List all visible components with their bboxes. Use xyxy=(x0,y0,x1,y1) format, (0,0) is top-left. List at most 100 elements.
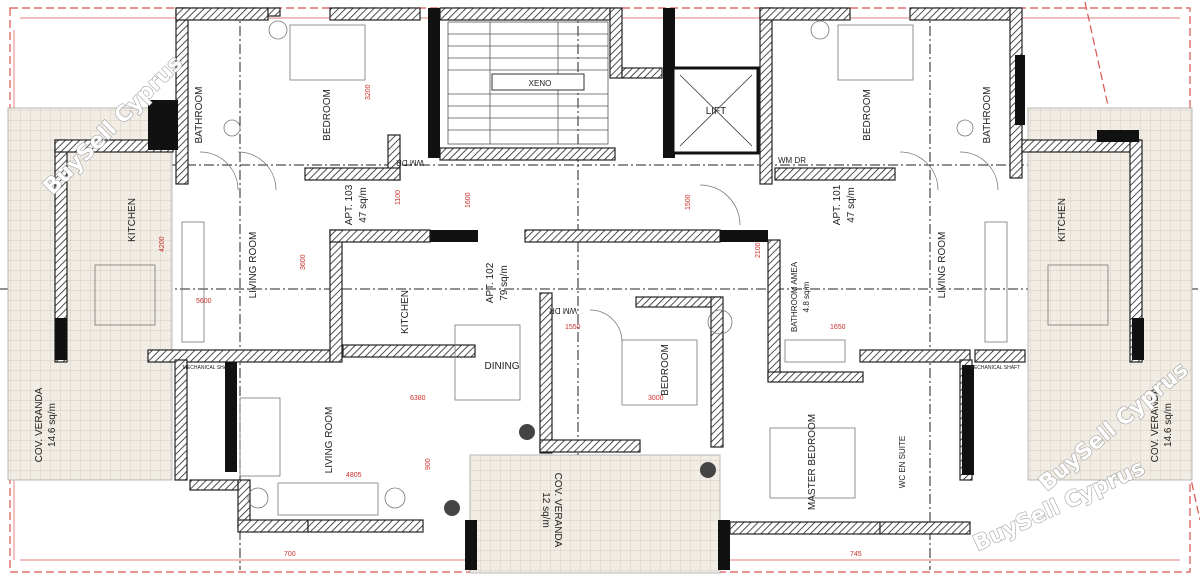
room-label-wc-en-suite: WC EN SUITE xyxy=(898,436,907,488)
door-swings xyxy=(199,151,999,343)
wall xyxy=(439,7,611,21)
veranda-center xyxy=(469,454,721,574)
wall xyxy=(767,371,864,383)
room-label-bathroom-amea: BATHROOM AMEA xyxy=(790,261,799,332)
room-label-dining: DINING xyxy=(485,361,520,372)
dimension-label: 900 xyxy=(425,458,432,470)
room-label-kitchen-center: KITCHEN xyxy=(400,290,411,334)
room-area-amea: 4.8 sq/m xyxy=(802,281,811,312)
veranda-left xyxy=(7,107,173,481)
room-label-master-bedroom: MASTER BEDROOM xyxy=(807,414,818,510)
dimension-label: 4200 xyxy=(159,236,166,252)
veranda-center-label: COV. VERANDA xyxy=(552,473,563,548)
room-label-living-right: LIVING ROOM xyxy=(937,232,948,299)
apartment-area-101: 47 sq/m xyxy=(846,187,857,223)
apartment-name-103: APT. 103 xyxy=(344,184,355,225)
column xyxy=(1132,318,1144,360)
staircase xyxy=(447,21,609,145)
dimension-label: 2100 xyxy=(755,242,762,258)
column xyxy=(1097,130,1139,142)
dimension-label: 1550 xyxy=(565,324,581,331)
wall xyxy=(909,7,1021,21)
room-label-bathroom-right: BATHROOM xyxy=(982,86,993,143)
wall xyxy=(237,519,309,533)
dimension-label: 6380 xyxy=(410,395,426,402)
veranda-right-label: COV. VERANDA xyxy=(1150,387,1161,462)
wall xyxy=(539,439,641,453)
wall xyxy=(767,239,781,381)
room-label-kitchen-left: KITCHEN xyxy=(127,198,138,242)
wall xyxy=(879,521,971,535)
column xyxy=(430,230,478,242)
wall xyxy=(304,167,401,181)
wall xyxy=(774,167,896,181)
veranda-left-label: COV. VERANDA xyxy=(34,387,45,462)
dimension-label: 3000 xyxy=(648,395,664,402)
apartment-name-101: APT. 101 xyxy=(832,184,843,225)
wall xyxy=(609,7,623,79)
wall xyxy=(974,349,1026,363)
dimension-label: 4805 xyxy=(346,472,362,479)
column xyxy=(962,365,974,475)
dimension-label: 1100 xyxy=(395,190,402,205)
veranda-right-area: 14.6 sq/m xyxy=(1163,403,1174,447)
wall xyxy=(859,349,971,363)
wall xyxy=(710,296,724,448)
column xyxy=(718,520,730,570)
dimension-label: 3200 xyxy=(365,84,372,100)
furniture xyxy=(94,20,1109,516)
apartment-name-102: APT. 102 xyxy=(485,262,496,303)
room-label-bedroom-center: BEDROOM xyxy=(660,344,671,396)
wall xyxy=(329,229,343,363)
veranda-left-area: 14.6 sq/m xyxy=(47,403,58,447)
wall xyxy=(342,344,476,358)
dimension-label: 745 xyxy=(850,551,862,558)
wall xyxy=(759,7,773,185)
dimension-label: 1500 xyxy=(685,194,692,210)
room-label-bedroom-right: BEDROOM xyxy=(862,89,873,141)
wall xyxy=(329,7,421,21)
wall xyxy=(175,7,189,185)
wall xyxy=(175,7,269,21)
veranda-right xyxy=(1027,107,1193,481)
dimension-label: 5600 xyxy=(196,298,212,305)
wall xyxy=(174,359,188,481)
wall xyxy=(439,147,616,161)
room-label-wm-dr-left: WM DR xyxy=(396,158,424,167)
room-label-lift: LIFT xyxy=(706,106,727,117)
lift-shaft xyxy=(671,66,760,155)
room-label-wm-dr-center: WM DR xyxy=(549,306,577,315)
dimension-label: 1650 xyxy=(830,324,846,331)
wall xyxy=(189,479,239,491)
room-label-shaft-right: MECHANICAL SHAFT xyxy=(970,365,1020,371)
room-label-living-left: LIVING ROOM xyxy=(248,232,259,299)
wall xyxy=(621,67,663,79)
apartment-area-102: 79 sq/m xyxy=(499,265,510,301)
room-label-xeno: XENO xyxy=(529,79,552,88)
dimension-label: 1600 xyxy=(465,192,472,208)
veranda-center-area: 12 sq/m xyxy=(540,492,551,528)
column xyxy=(225,362,237,472)
column xyxy=(428,8,440,158)
column xyxy=(148,100,178,150)
room-label-wm-dr-right: WM DR xyxy=(778,156,806,165)
column xyxy=(55,318,67,360)
column xyxy=(720,230,768,242)
wall xyxy=(759,7,851,21)
room-label-shaft-left: MECHANICAL SHAFT xyxy=(183,365,233,371)
apartment-area-103: 47 sq/m xyxy=(358,187,369,223)
wall xyxy=(635,296,722,308)
room-label-kitchen-right: KITCHEN xyxy=(1057,198,1068,242)
column xyxy=(465,520,477,570)
room-label-bathroom-left: BATHROOM xyxy=(194,86,205,143)
wall xyxy=(307,519,424,533)
dimension-label: 700 xyxy=(284,551,296,558)
dimension-label: 3600 xyxy=(300,254,307,270)
room-label-bedroom-left: BEDROOM xyxy=(322,89,333,141)
column xyxy=(1015,55,1025,125)
wall xyxy=(539,292,553,454)
wall xyxy=(329,229,431,243)
wall xyxy=(729,521,881,535)
wall xyxy=(267,7,281,17)
